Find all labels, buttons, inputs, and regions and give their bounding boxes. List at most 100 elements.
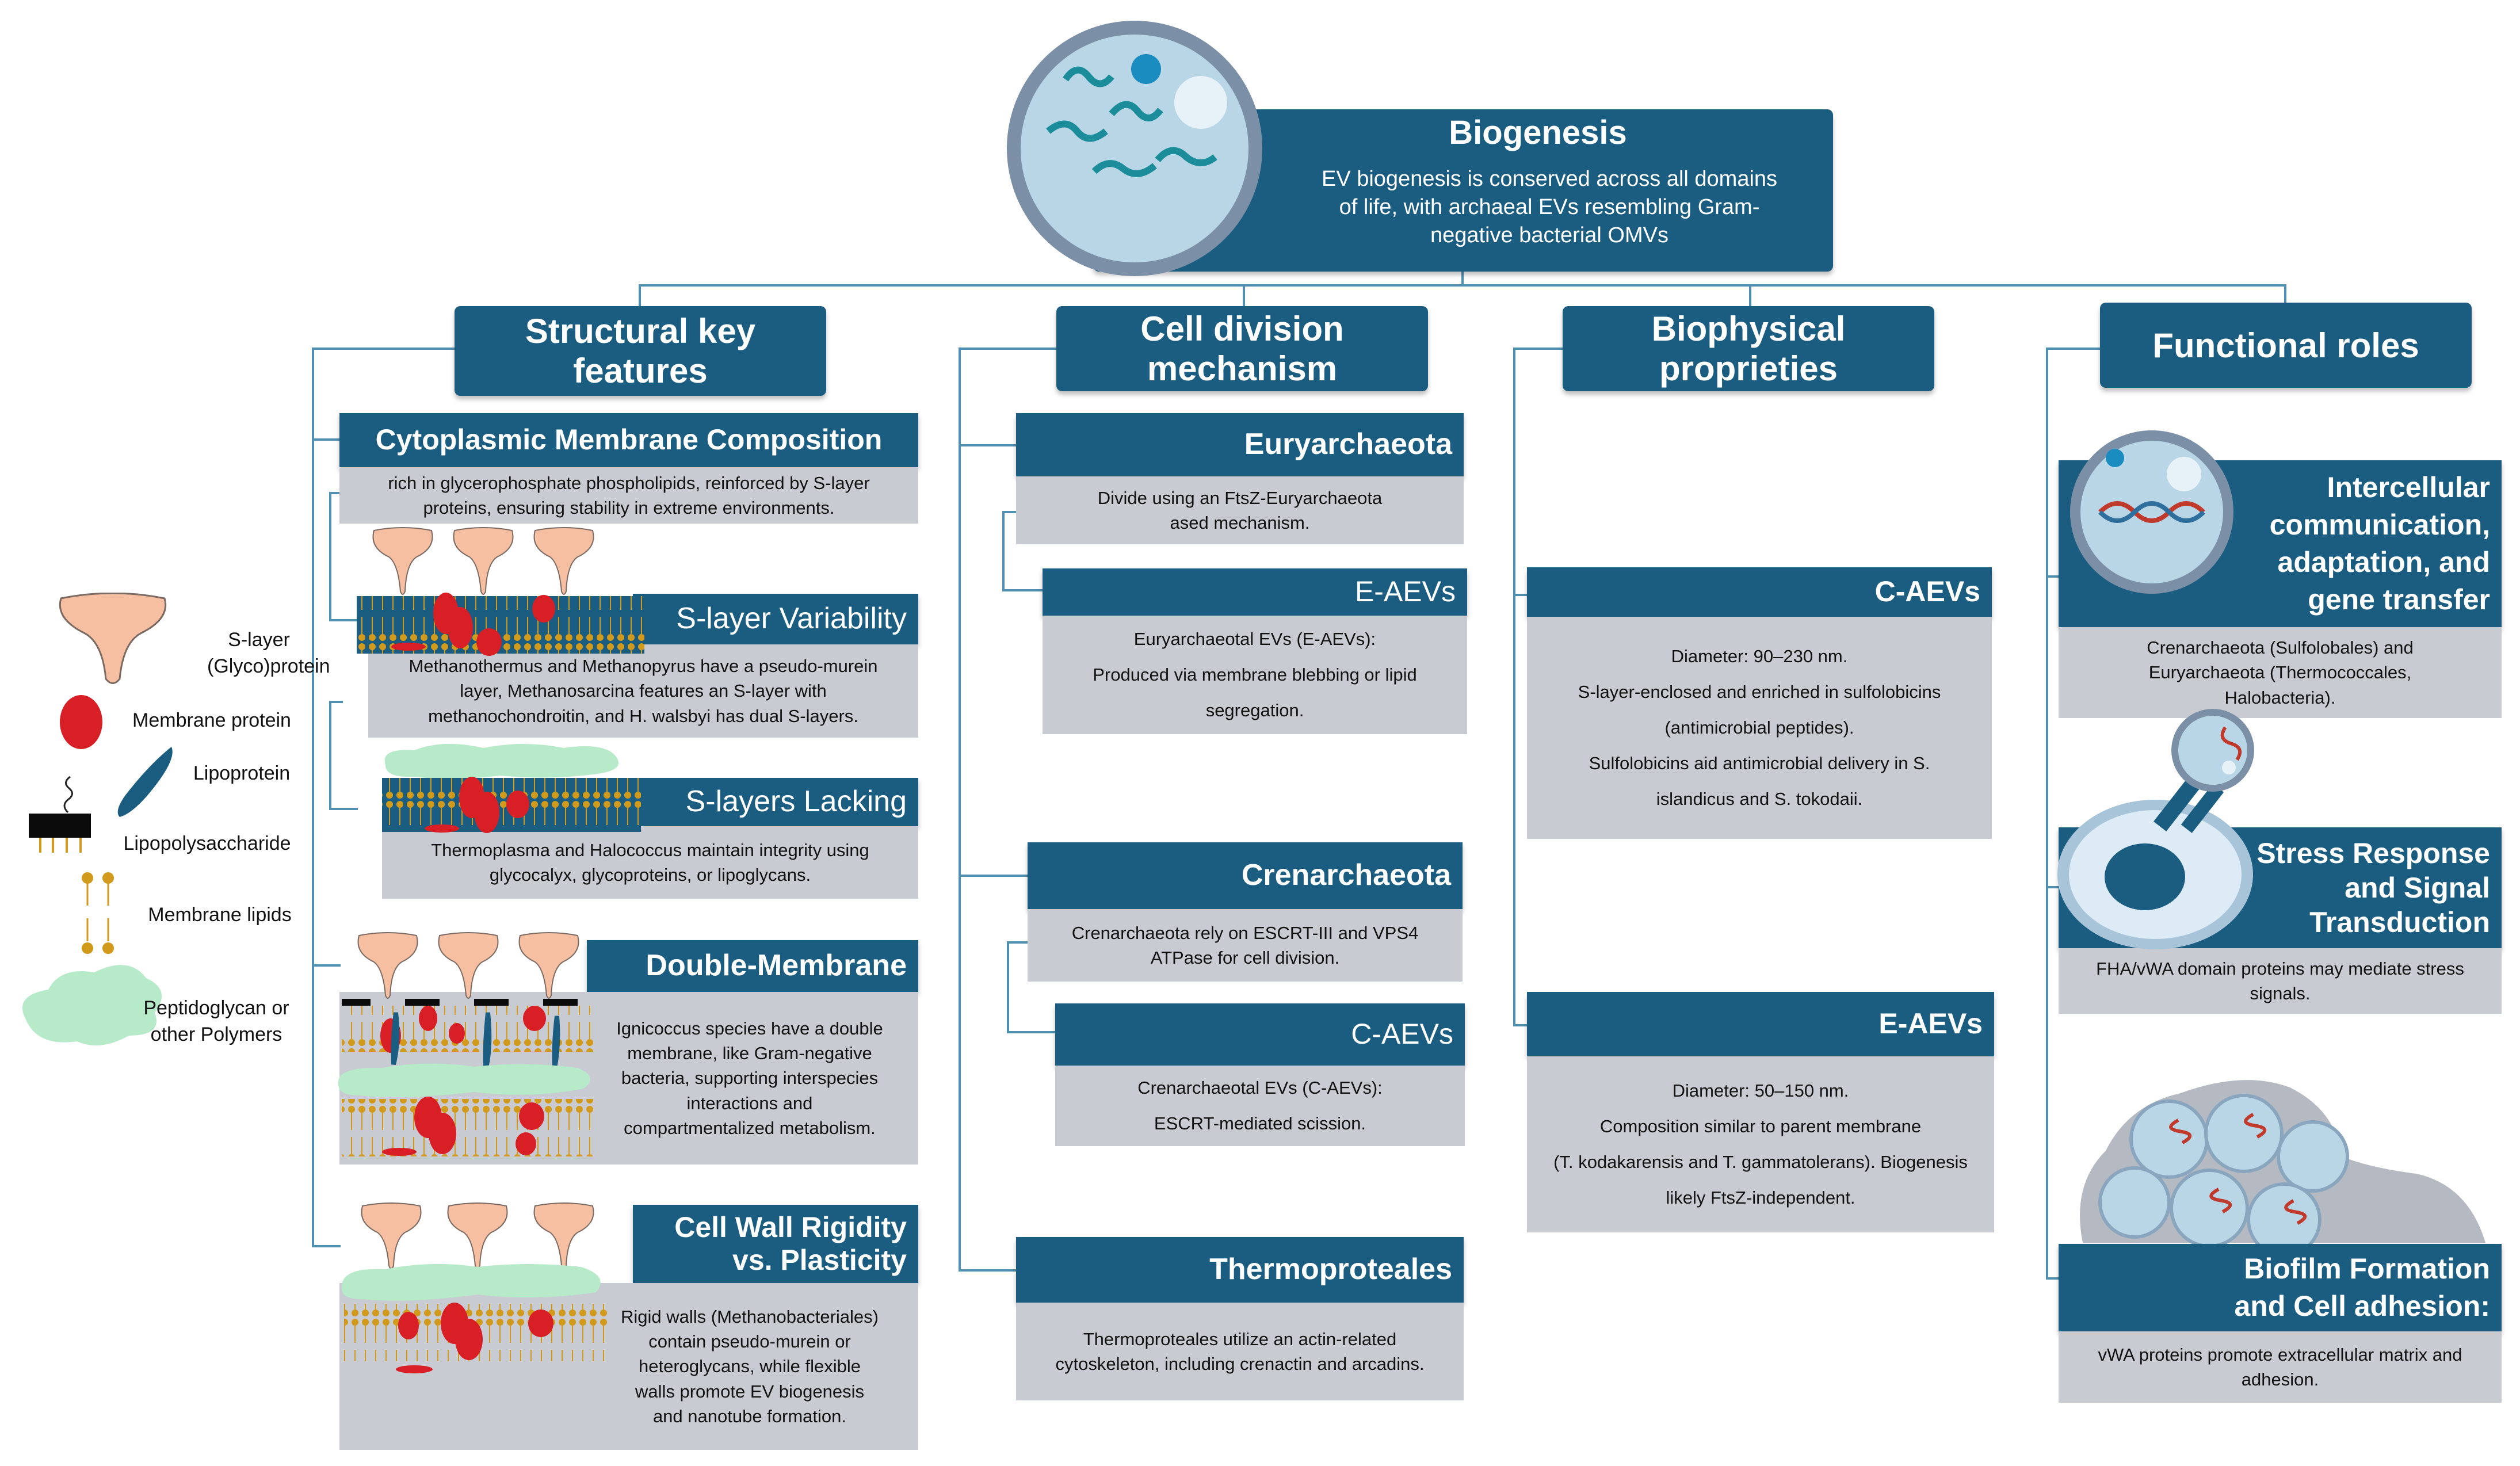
sub-tick <box>329 619 358 621</box>
thermoproteales-text: Thermoproteales utilize an actin-related… <box>1055 1328 1425 1374</box>
division-caev-title-bar: C-AEVs <box>1055 1003 1465 1066</box>
sub-tick <box>1007 941 1030 944</box>
communication-text: Crenarchaeota (Sulfolobales) and Euryarc… <box>2147 637 2414 708</box>
spine-tick <box>2046 575 2059 578</box>
division-caev-text-box: Crenarchaeotal EVs (C-AEVs): ESCRT-media… <box>1055 1066 1465 1146</box>
crenarchaeota-text: Crenarchaeota rely on ESCRT-III and VPS4… <box>1071 922 1419 968</box>
division-spine <box>959 348 961 1272</box>
sub-tick <box>1007 1031 1055 1033</box>
biophysical-stem <box>1749 284 1751 307</box>
spine-tick <box>2046 886 2059 888</box>
division-caev-text: Crenarchaeotal EVs (C-AEVs): ESCRT-media… <box>1137 1078 1383 1133</box>
biofilm-text: vWA proteins promote extracellular matri… <box>2098 1344 2462 1389</box>
biophysical-title: Biophysical proprieties <box>1651 310 1846 388</box>
cytoplasmic-text-box: rich in glycerophosphate phospholipids, … <box>339 467 918 524</box>
membrane-lipids-legend-label: Membrane lipids <box>148 904 292 926</box>
slayer-variability-illustration <box>357 527 644 656</box>
slayer-lacking-text-box: Thermoplasma and Halococcus maintain int… <box>382 826 918 899</box>
biofilm-illustration <box>2080 1080 2485 1249</box>
lps-legend-label: Lipopolysaccharide <box>123 833 291 854</box>
slayer-legend-icon <box>59 593 167 684</box>
biogenesis-text: EV biogenesis is conserved across all do… <box>1321 166 1778 248</box>
membrane-protein-legend-icon <box>60 695 102 749</box>
structural-branch <box>312 348 456 350</box>
biophysical-eaev-text: Diameter: 50–150 nm. Composition similar… <box>1553 1081 1968 1208</box>
spine-tick <box>1513 594 1527 596</box>
biogenesis-vesicle-icon <box>1007 21 1262 276</box>
double-membrane-title: Double-Membrane <box>646 949 907 983</box>
peptidoglycan-legend-icon <box>22 965 162 1046</box>
spine-tick <box>312 438 341 441</box>
division-branch <box>959 348 1056 350</box>
crenarchaeota-text-box: Crenarchaeota rely on ESCRT-III and VPS4… <box>1028 909 1463 982</box>
division-eaev-text-box: Euryarchaeotal EVs (E-AEVs): Produced vi… <box>1043 616 1467 734</box>
biophysical-eaev-title: E-AEVs <box>1878 1007 1983 1040</box>
spine-tick <box>312 1245 341 1247</box>
biogenesis-title: Biogenesis <box>1449 114 1627 151</box>
biogenesis-stem <box>1461 270 1464 287</box>
structural-title: Structural key features <box>525 312 756 390</box>
sub-spine <box>329 701 331 810</box>
cytoplasmic-text: rich in glycerophosphate phospholipids, … <box>388 472 870 518</box>
division-stem <box>1243 284 1245 307</box>
slayer-variability-text-box: Methanothermus and Methanopyrus have a p… <box>368 644 918 738</box>
stress-text: FHA/vWA domain proteins may mediate stre… <box>2096 958 2464 1003</box>
sub-tick <box>329 808 358 810</box>
communication-title: Intercellular communication, adaptation,… <box>2269 471 2490 616</box>
biophysical-branch <box>1513 348 1563 350</box>
biophysical-header: Biophysical proprieties <box>1563 306 1934 391</box>
division-caev-title: C-AEVs <box>1351 1018 1453 1051</box>
double-membrane-text: Ignicoccus species have a double membran… <box>616 1018 883 1139</box>
double-membrane-title-bar: Double-Membrane <box>587 940 918 992</box>
slayer-variability-title-bar: S-layer Variability <box>633 594 918 644</box>
division-header: Cell division mechanism <box>1056 306 1428 391</box>
cell-wall-title-bar: Cell Wall Rigidity vs. Plasticity <box>633 1205 918 1283</box>
spine-tick <box>959 1269 1016 1272</box>
crenarchaeota-title: Crenarchaeota <box>1241 858 1451 892</box>
slayer-variability-title: S-layer Variability <box>676 602 907 636</box>
biophysical-caev-title-bar: C-AEVs <box>1527 567 1992 617</box>
euryarchaeota-title: Euryarchaeota <box>1244 427 1452 461</box>
lipoprotein-legend-icon <box>117 747 173 817</box>
cell-wall-text: Rigid walls (Methanobacteriales) contain… <box>621 1306 879 1427</box>
slayer-lacking-text: Thermoplasma and Halococcus maintain int… <box>431 839 869 885</box>
slayer-lacking-illustration <box>382 743 641 833</box>
euryarchaeota-title-bar: Euryarchaeota <box>1016 413 1464 476</box>
cell-wall-title: Cell Wall Rigidity vs. Plasticity <box>674 1211 907 1277</box>
structural-header: Structural key features <box>455 306 826 396</box>
peptidoglycan-legend-label: Peptidoglycan or other Polymers <box>143 997 289 1045</box>
spine-tick <box>312 964 341 967</box>
sub-spine <box>329 492 331 621</box>
stress-title: Stress Response and Signal Transduction <box>2256 837 2490 938</box>
slayer-variability-text: Methanothermus and Methanopyrus have a p… <box>408 655 878 726</box>
functional-spine <box>2046 348 2048 1280</box>
double-membrane-illustration <box>338 932 595 1156</box>
lipoprotein-legend-label: Lipoprotein <box>193 762 291 784</box>
functional-header: Functional roles <box>2100 303 2472 388</box>
membrane-protein-legend-label: Membrane protein <box>132 709 291 731</box>
spine-tick <box>2046 1277 2059 1280</box>
euryarchaeota-text: Divide using an FtsZ-Euryarchaeota ased … <box>1097 487 1383 533</box>
sub-tick <box>1002 589 1043 591</box>
cell-wall-illustration <box>341 1202 609 1373</box>
euryarchaeota-text-box: Divide using an FtsZ-Euryarchaeota ased … <box>1016 476 1464 544</box>
sub-tick <box>329 701 343 703</box>
thermoproteales-title: Thermoproteales <box>1209 1253 1452 1286</box>
slayer-lacking-title: S-layers Lacking <box>685 785 907 819</box>
slayer-legend-label: S-layer (Glyco)protein <box>207 629 330 677</box>
cytoplasmic-title-bar: Cytoplasmic Membrane Composition <box>339 413 918 467</box>
thermoproteales-text-box: Thermoproteales utilize an actin-related… <box>1016 1303 1464 1400</box>
biofilm-text-box: vWA proteins promote extracellular matri… <box>2059 1331 2502 1403</box>
stress-text-box: FHA/vWA domain proteins may mediate stre… <box>2059 948 2502 1014</box>
sub-tick <box>329 492 343 494</box>
biophysical-eaev-title-bar: E-AEVs <box>1527 992 1994 1056</box>
division-eaev-text: Euryarchaeotal EVs (E-AEVs): Produced vi… <box>1093 629 1417 720</box>
thermoproteales-title-bar: Thermoproteales <box>1016 1237 1464 1303</box>
division-title: Cell division mechanism <box>1140 310 1344 388</box>
functional-branch <box>2046 348 2100 350</box>
biophysical-caev-title: C-AEVs <box>1874 575 1980 608</box>
spine-tick <box>959 875 1028 877</box>
cytoplasmic-title: Cytoplasmic Membrane Composition <box>375 423 883 456</box>
sub-spine <box>1007 941 1009 1033</box>
spine-tick <box>1513 1024 1527 1026</box>
